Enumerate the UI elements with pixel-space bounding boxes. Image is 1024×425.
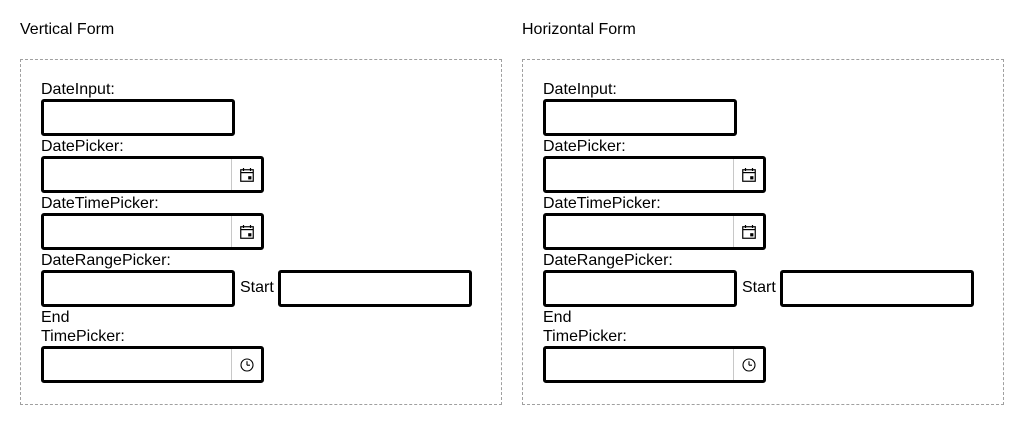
time-picker-label: TimePicker:: [41, 328, 125, 345]
calendar-icon: [741, 224, 756, 239]
calendar-icon: [239, 167, 254, 182]
vertical-form-panel: DateInput: DatePicker: DateTimePicker:: [20, 59, 502, 405]
time-picker-field[interactable]: [44, 349, 233, 380]
date-range-start-input[interactable]: [41, 270, 235, 307]
date-picker-toggle-button[interactable]: [231, 159, 261, 190]
date-time-picker[interactable]: [543, 213, 766, 250]
date-picker-field[interactable]: [546, 159, 735, 190]
time-picker-toggle-button[interactable]: [733, 349, 763, 380]
time-picker-toggle-button[interactable]: [231, 349, 261, 380]
date-range-start-field[interactable]: [44, 273, 232, 304]
calendar-icon: [239, 224, 254, 239]
date-time-picker-label: DateTimePicker:: [41, 195, 159, 212]
date-input[interactable]: [41, 99, 235, 136]
date-picker[interactable]: [543, 156, 766, 193]
date-input-field[interactable]: [44, 102, 232, 133]
date-range-end-label: End: [41, 309, 70, 326]
horizontal-form-title: Horizontal Form: [522, 21, 636, 38]
date-time-picker-label: DateTimePicker:: [543, 195, 661, 212]
date-range-start-field[interactable]: [546, 273, 734, 304]
date-time-picker-field[interactable]: [44, 216, 233, 247]
horizontal-form-panel: DateInput: DatePicker: DateTimePicker:: [522, 59, 1004, 405]
date-picker-field[interactable]: [44, 159, 233, 190]
time-picker-label: TimePicker:: [543, 328, 627, 345]
date-time-picker[interactable]: [41, 213, 264, 250]
date-range-end-input[interactable]: [278, 270, 472, 307]
calendar-icon: [741, 167, 756, 182]
date-picker-toggle-button[interactable]: [733, 159, 763, 190]
date-range-end-field[interactable]: [783, 273, 971, 304]
time-picker-field[interactable]: [546, 349, 735, 380]
date-range-start-label: Start: [742, 279, 776, 296]
date-range-picker-label: DateRangePicker:: [543, 252, 673, 269]
date-time-picker-toggle-button[interactable]: [231, 216, 261, 247]
date-input-label: DateInput:: [41, 81, 115, 98]
date-range-picker-label: DateRangePicker:: [41, 252, 171, 269]
time-picker[interactable]: [41, 346, 264, 383]
time-picker[interactable]: [543, 346, 766, 383]
date-range-start-input[interactable]: [543, 270, 737, 307]
date-picker[interactable]: [41, 156, 264, 193]
clock-icon: [741, 357, 756, 372]
date-range-end-input[interactable]: [780, 270, 974, 307]
clock-icon: [239, 357, 254, 372]
date-input-label: DateInput:: [543, 81, 617, 98]
date-time-picker-toggle-button[interactable]: [733, 216, 763, 247]
vertical-form-title: Vertical Form: [20, 21, 115, 38]
date-range-end-label: End: [543, 309, 572, 326]
date-picker-label: DatePicker:: [41, 138, 124, 155]
date-input-field[interactable]: [546, 102, 734, 133]
date-time-picker-field[interactable]: [546, 216, 735, 247]
date-range-end-field[interactable]: [281, 273, 469, 304]
date-input[interactable]: [543, 99, 737, 136]
date-range-start-label: Start: [240, 279, 274, 296]
date-picker-label: DatePicker:: [543, 138, 626, 155]
